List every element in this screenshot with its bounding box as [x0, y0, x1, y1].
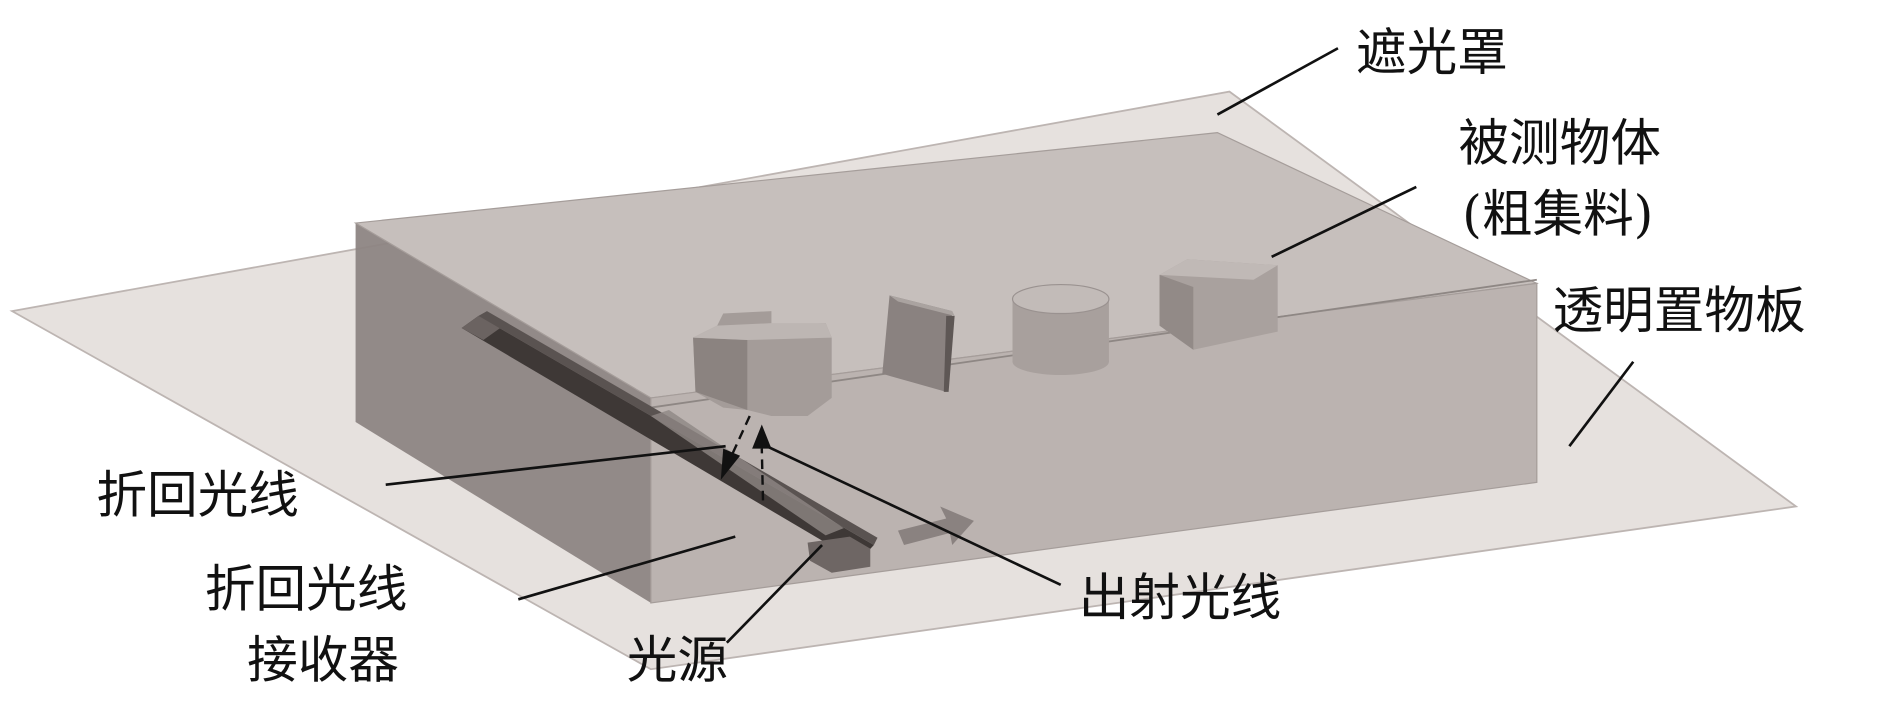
label-object-line2: (粗集料)	[1462, 185, 1653, 244]
leader-object	[1271, 185, 1417, 259]
label-receiver-line2: 接收器	[247, 631, 399, 690]
leader-shade-cover	[1216, 47, 1339, 116]
leader-plate	[1568, 360, 1635, 447]
label-light-source: 光源	[627, 631, 728, 690]
returned-ray-dashed	[729, 415, 751, 459]
light-source	[650, 409, 844, 536]
label-receiver-line1: 折回光线	[205, 560, 407, 619]
label-emitted-ray: 出射光线	[1079, 568, 1281, 627]
returned-ray-arrowhead	[720, 448, 741, 480]
leader-returned-ray	[385, 444, 726, 487]
emitted-ray-arrowhead	[752, 424, 772, 449]
light-source-end	[807, 536, 871, 573]
leader-receiver	[517, 535, 736, 601]
shade-cover-left-face	[355, 223, 651, 603]
label-returned-ray: 折回光线	[96, 465, 298, 524]
leader-emitted-ray	[766, 444, 1062, 587]
label-object-line1: 被测物体	[1458, 113, 1660, 172]
object-cylinder	[1011, 283, 1110, 376]
emitted-ray-dashed	[760, 448, 765, 501]
object-cube	[1159, 259, 1278, 350]
label-plate: 透明置物板	[1553, 281, 1806, 340]
object-prism	[882, 295, 955, 392]
leader-light-source	[725, 544, 824, 644]
object-cross-block	[693, 311, 832, 417]
label-shade-cover: 遮光罩	[1356, 23, 1508, 82]
